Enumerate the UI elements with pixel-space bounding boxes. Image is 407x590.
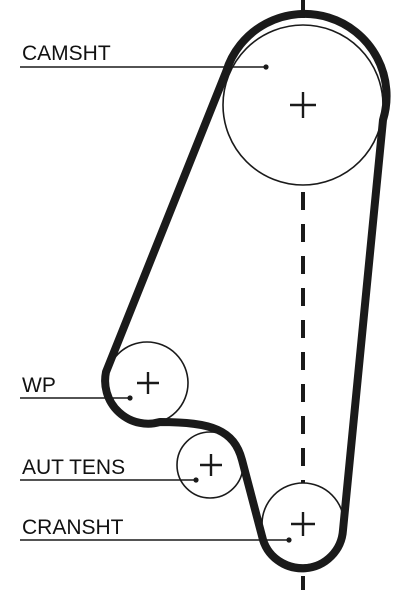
auto-tensioner-leader-dot [193, 477, 199, 483]
crankshaft-leader-dot [286, 537, 292, 543]
crankshaft-label: CRANSHT [22, 516, 124, 539]
camshaft-label: CAMSHT [22, 42, 111, 65]
water-pump-center-cross [137, 372, 159, 394]
camshaft-center-cross [290, 92, 316, 118]
auto-tensioner-center-cross [200, 454, 222, 476]
camshaft-leader-dot [263, 64, 269, 70]
timing-belt [101, 9, 391, 573]
water-pump-leader-dot [127, 395, 133, 401]
crankshaft-center-cross [291, 512, 315, 536]
auto-tensioner-label: AUT TENS [22, 456, 125, 479]
water-pump-label: WP [22, 374, 56, 397]
